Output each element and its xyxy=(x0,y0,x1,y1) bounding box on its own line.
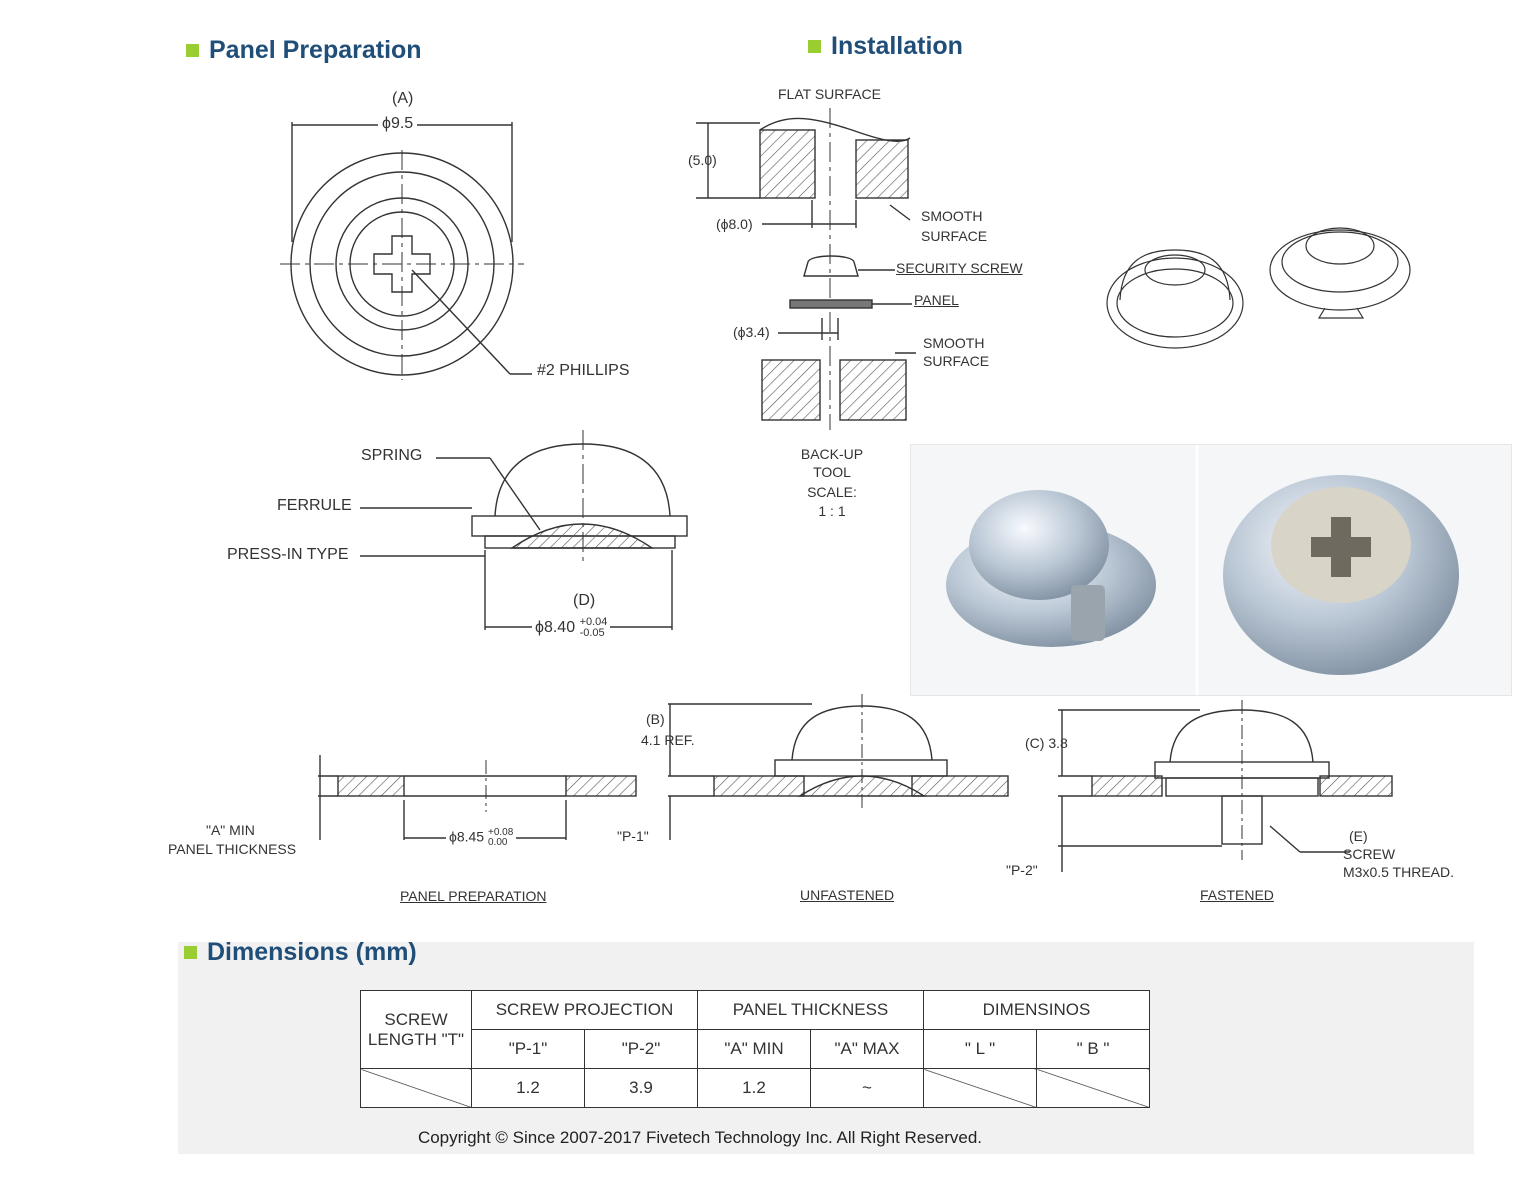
smooth-surface-2a: SMOOTH xyxy=(923,335,985,351)
dimensions-title-text: Dimensions (mm) xyxy=(207,938,417,966)
dim-5-label: (5.0) xyxy=(688,152,717,168)
dimension-845-tolerance: +0.08 0.00 xyxy=(488,828,513,848)
cell-b-empty xyxy=(1036,1068,1150,1108)
screw-render-outlines xyxy=(1106,227,1411,349)
col-l: " L " xyxy=(923,1029,1037,1069)
caption-unfastened: UNFASTENED xyxy=(800,887,895,903)
caption-fastened: FASTENED xyxy=(1200,887,1274,903)
col-b: " B " xyxy=(1036,1029,1150,1069)
dimensions-title: Dimensions (mm) xyxy=(184,938,417,967)
cell-l-empty xyxy=(923,1068,1037,1108)
panel-preparation-title: Panel Preparation xyxy=(186,36,422,65)
col-p1: "P-1" xyxy=(471,1029,585,1069)
smooth-surface-1b: SURFACE xyxy=(921,228,988,244)
smooth-surface-2b: SURFACE xyxy=(923,353,990,369)
dimension-d-value: ϕ8.40 xyxy=(535,619,576,637)
installation-title: Installation xyxy=(808,32,963,61)
panel-label: PANEL xyxy=(914,292,959,308)
top-view-drawing xyxy=(280,122,532,380)
panel-preparation-title-text: Panel Preparation xyxy=(209,36,422,64)
dimension-d: ϕ8.40 +0.04 -0.05 xyxy=(532,617,611,639)
installation-title-text: Installation xyxy=(831,32,963,60)
press-in-label: PRESS-IN TYPE xyxy=(227,546,349,563)
dimension-845: ϕ8.45 +0.08 0.00 xyxy=(446,828,517,848)
cell-a-max: ~ xyxy=(810,1068,924,1108)
spring-label: SPRING xyxy=(361,447,423,464)
cell-a-min: 1.2 xyxy=(697,1068,811,1108)
label-d: (D) xyxy=(573,592,596,609)
tool-label: TOOL xyxy=(813,464,851,480)
tolerance-plus: +0.04 xyxy=(579,616,608,628)
col-a-max: "A" MAX xyxy=(810,1029,924,1069)
ferrule-label: FERRULE xyxy=(277,497,352,514)
cell-screw-length-empty xyxy=(360,1068,472,1108)
header-screw-projection: SCREW PROJECTION xyxy=(471,990,698,1030)
side-view-drawing xyxy=(360,430,688,630)
cell-p1: 1.2 xyxy=(471,1068,585,1108)
screw-label: SCREW xyxy=(1343,846,1396,862)
panel-thickness-label: PANEL THICKNESS xyxy=(168,841,297,857)
dim-34-label: (ϕ3.4) xyxy=(733,324,770,340)
thread-label: M3x0.5 THREAD. xyxy=(1343,864,1454,880)
b-label: (B) xyxy=(646,711,665,727)
dimension-a: ϕ9.5 xyxy=(378,115,418,133)
tolerance-plus: +0.08 xyxy=(487,827,514,838)
scale-label: SCALE: xyxy=(807,484,857,500)
header-panel-thickness: PANEL THICKNESS xyxy=(697,990,924,1030)
label-a: (A) xyxy=(392,90,414,107)
p2-label: "P-2" xyxy=(1006,862,1038,878)
bullet-icon xyxy=(184,946,197,959)
b-ref-label: 4.1 REF. xyxy=(641,732,695,748)
header-screw-length: SCREW LENGTH "T" xyxy=(360,990,472,1069)
dim-8-label: (ϕ8.0) xyxy=(716,216,753,232)
bullet-icon xyxy=(808,40,821,53)
a-min-label: "A" MIN xyxy=(206,822,255,838)
dimensions-table: SCREW LENGTH "T" SCREW PROJECTION PANEL … xyxy=(360,990,1150,1108)
product-photo xyxy=(910,444,1512,696)
header-dimensinos: DIMENSINOS xyxy=(923,990,1150,1030)
tolerance-minus: -0.05 xyxy=(579,627,605,639)
dimension-845-value: ϕ8.45 xyxy=(449,828,485,845)
backup-label: BACK-UP xyxy=(800,446,864,462)
dimension-d-tolerance: +0.04 -0.05 xyxy=(580,617,608,639)
col-p2: "P-2" xyxy=(584,1029,698,1069)
fastened-drawing xyxy=(1058,700,1393,872)
screw-photo-render xyxy=(946,445,1459,695)
tolerance-minus: 0.00 xyxy=(487,837,508,848)
col-a-min: "A" MIN xyxy=(697,1029,811,1069)
security-screw-label: SECURITY SCREW xyxy=(896,260,1023,276)
c-label: (C) 3.8 xyxy=(1025,735,1068,751)
smooth-surface-1a: SMOOTH xyxy=(921,208,983,224)
flat-surface-label: FLAT SURFACE xyxy=(778,86,881,102)
e-label: (E) xyxy=(1349,828,1368,844)
bullet-icon xyxy=(186,44,199,57)
unfastened-drawing xyxy=(668,694,1009,840)
scale-value: 1 : 1 xyxy=(818,503,846,519)
phillips-label: #2 PHILLIPS xyxy=(537,362,630,379)
copyright-text: Copyright © Since 2007-2017 Fivetech Tec… xyxy=(417,1128,983,1147)
installation-drawing xyxy=(696,108,916,430)
p1-label: "P-1" xyxy=(617,828,649,844)
caption-panel-preparation: PANEL PREPARATION xyxy=(400,888,547,904)
cell-p2: 3.9 xyxy=(584,1068,698,1108)
